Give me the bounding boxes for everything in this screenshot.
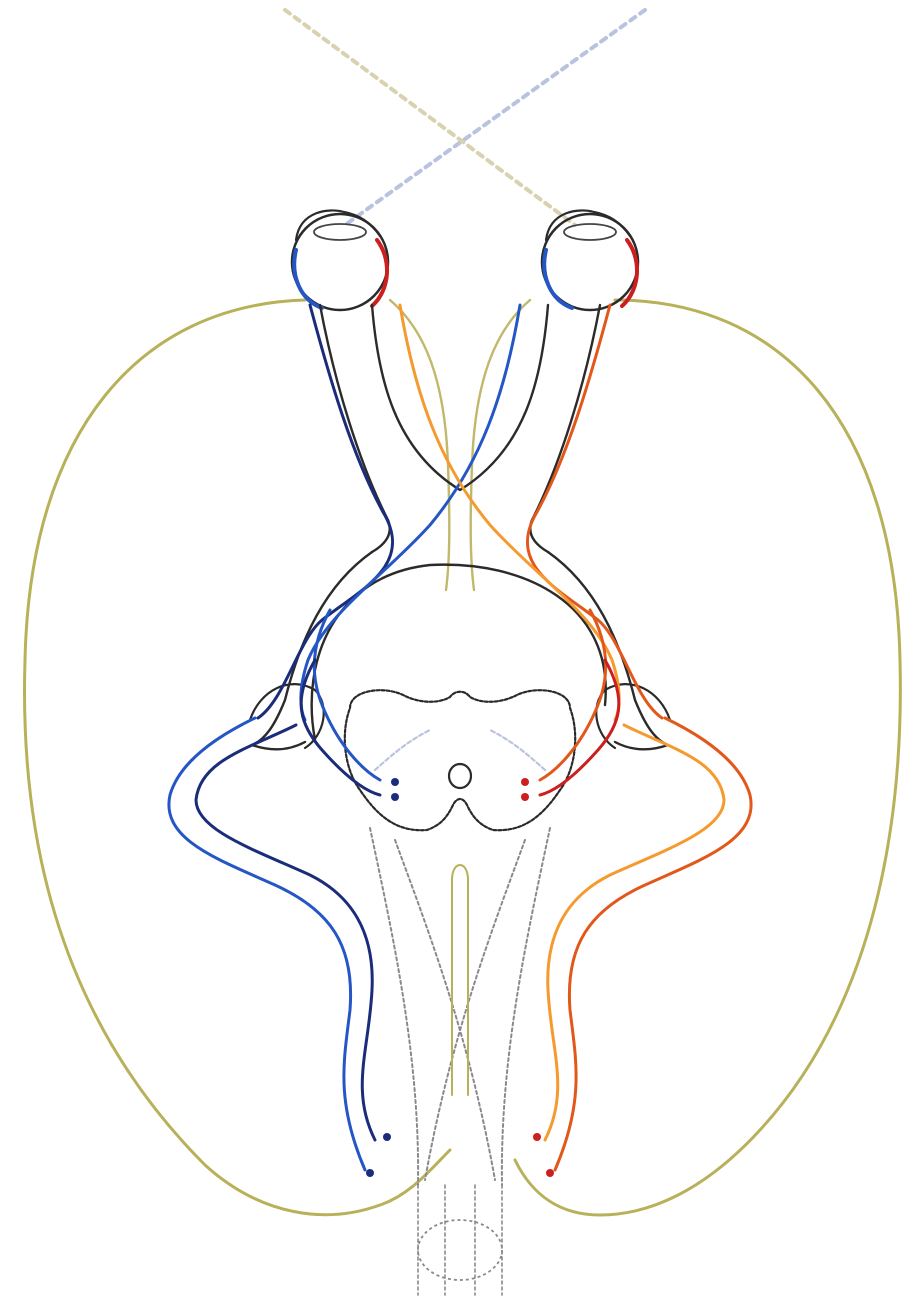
synapse-terminal-icon: [391, 778, 399, 786]
synapse-terminal-icon: [533, 1133, 541, 1141]
synapse-terminal-icon: [383, 1133, 391, 1141]
synapse-terminal-icon: [366, 1169, 374, 1177]
synapse-terminal-icon: [521, 778, 529, 786]
synapse-terminal-icon: [391, 793, 399, 801]
synapse-terminal-icon: [546, 1169, 554, 1177]
synapse-terminal-icon: [521, 793, 529, 801]
